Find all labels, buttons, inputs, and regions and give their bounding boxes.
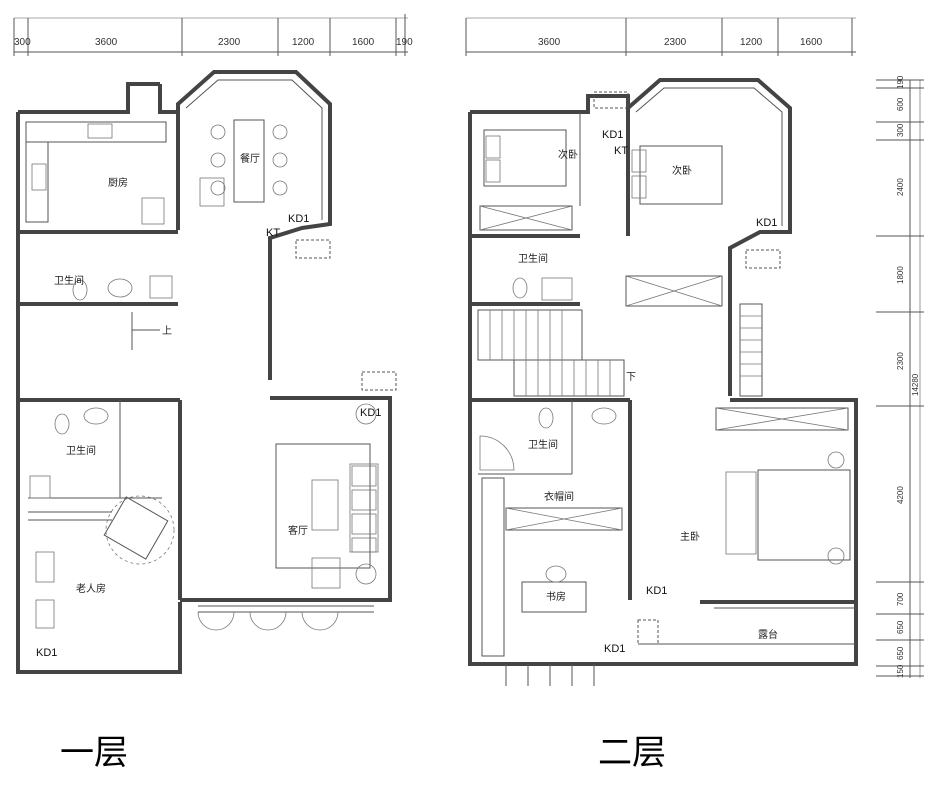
stair-label-down: 下 (626, 372, 636, 383)
room-label-closet: 衣帽间 (544, 490, 574, 503)
dim-right-7: 700 (896, 592, 905, 606)
dim-right-3: 2400 (896, 178, 905, 196)
dim-right-9: 650 (896, 646, 905, 660)
dim-f1-0: 300 (14, 37, 31, 48)
tag-kd1-f1b: KD1 (360, 407, 381, 419)
room-label-terrace: 露台 (758, 628, 778, 641)
dim-f2-0: 3600 (538, 37, 561, 48)
dim-right-1: 600 (896, 97, 905, 111)
tag-kd1-f2b: KD1 (756, 217, 777, 229)
floor-1-tags: KD1 KT KD1 KD1 (36, 213, 381, 659)
room-label-master: 主卧 (680, 530, 700, 543)
floor-1-room-labels: 厨房 餐厅 卫生间 卫生间 客厅 老人房 上 (54, 152, 308, 595)
floor-2-caption: 二层 (598, 733, 666, 773)
dim-right-0: 190 (896, 75, 905, 89)
tag-kd1-f2d: KD1 (604, 643, 625, 655)
dim-f2-1: 2300 (664, 37, 687, 48)
dim-f2-2: 1200 (740, 37, 763, 48)
tag-kd1-f1c: KD1 (36, 647, 57, 659)
tag-kd1-f1a: KD1 (288, 213, 309, 225)
room-label-kitchen: 厨房 (108, 176, 128, 189)
dim-right-6: 4200 (896, 486, 905, 504)
floor-2-plan: 3600 2300 1200 1600 (465, 17, 858, 686)
dim-right-5: 2300 (896, 352, 905, 370)
dim-right-2: 300 (896, 123, 905, 137)
dim-right-8: 650 (896, 620, 905, 634)
floor-1-fixtures (25, 119, 397, 631)
room-label-dining: 餐厅 (240, 152, 260, 165)
room-label-bath-f1b: 卫生间 (66, 444, 96, 457)
floor-2-room-labels: 次卧 次卧 卫生间 卫生间 衣帽间 主卧 书房 露台 下 (518, 148, 778, 641)
room-label-study: 书房 (546, 590, 566, 603)
dim-right-10: 150 (896, 664, 905, 678)
tag-kt-f1: KT (266, 227, 280, 239)
dim-f1-4: 1600 (352, 37, 375, 48)
tag-kt-f2: KT (614, 145, 628, 157)
floor-1-walls (16, 70, 392, 674)
right-dimensions: 190 600 300 2400 1800 2300 4200 700 650 … (876, 75, 924, 678)
dim-right-4: 1800 (896, 266, 905, 284)
tag-kd1-f2a: KD1 (602, 129, 623, 141)
dim-f1-2: 2300 (218, 37, 241, 48)
dim-f2-3: 1600 (800, 37, 823, 48)
dim-f1-3: 1200 (292, 37, 315, 48)
floor-1-plan: 300 3600 2300 1200 1600 190 (13, 14, 413, 674)
floor-2-top-dimensions: 3600 2300 1200 1600 (465, 17, 856, 56)
room-label-elder: 老人房 (76, 582, 106, 595)
stair-label-up: 上 (162, 325, 172, 337)
room-label-living: 客厅 (288, 524, 308, 537)
dim-f1-5: 190 (396, 37, 413, 48)
floor-1-caption: 一层 (60, 733, 128, 773)
room-label-bath-f2b: 卫生间 (528, 438, 558, 451)
floor-1-top-dimensions: 300 3600 2300 1200 1600 190 (13, 14, 413, 56)
room-label-bed-left: 次卧 (558, 148, 578, 161)
room-label-bath-f2a: 卫生间 (518, 252, 548, 265)
floor-2-fixtures (479, 91, 851, 657)
tag-kd1-f2c: KD1 (646, 585, 667, 597)
dim-right-total: 14280 (911, 373, 920, 396)
room-label-bed-right: 次卧 (672, 164, 692, 177)
dim-f1-1: 3600 (95, 37, 118, 48)
room-label-bath-f1a: 卫生间 (54, 274, 84, 287)
floor-2-tags: KD1 KT KD1 KD1 KD1 (602, 129, 777, 655)
